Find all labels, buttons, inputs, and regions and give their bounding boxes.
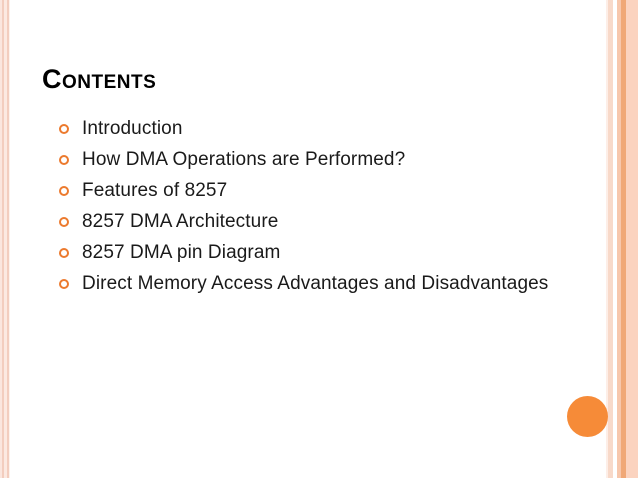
pinstripe-left-2: [2, 0, 4, 478]
orange-circle-accent: [567, 396, 608, 437]
pinstripe-right-4: [617, 0, 621, 478]
contents-list: Introduction How DMA Operations are Perf…: [58, 113, 618, 299]
list-item[interactable]: Features of 8257: [58, 175, 618, 206]
pinstripe-left-1: [0, 0, 2, 478]
bullet-ring-icon: [59, 124, 69, 134]
pinstripe-left-5: [9, 0, 10, 478]
list-item-label: 8257 DMA Architecture: [82, 211, 279, 232]
list-item-label: Introduction: [82, 118, 183, 139]
bullet-ring-icon: [59, 186, 69, 196]
pinstripe-right-2: [608, 0, 613, 478]
list-item[interactable]: Direct Memory Access Advantages and Disa…: [58, 268, 618, 299]
pinstripe-right-5: [621, 0, 626, 478]
pinstripe-right-1: [606, 0, 608, 478]
bullet-ring-icon: [59, 248, 69, 258]
bullet-ring-icon: [59, 279, 69, 289]
list-item[interactable]: Introduction: [58, 113, 618, 144]
bullet-ring-icon: [59, 155, 69, 165]
list-item-label: Features of 8257: [82, 180, 228, 201]
pinstripe-right-6: [626, 0, 638, 478]
list-item[interactable]: 8257 DMA Architecture: [58, 206, 618, 237]
pinstripe-right-3: [613, 0, 617, 478]
list-item[interactable]: 8257 DMA pin Diagram: [58, 237, 618, 268]
slide-title: Contents: [42, 64, 157, 94]
pinstripe-left-4: [7, 0, 9, 478]
list-item-label: How DMA Operations are Performed?: [82, 149, 406, 170]
list-item[interactable]: How DMA Operations are Performed?: [58, 144, 618, 175]
list-item-label: 8257 DMA pin Diagram: [82, 242, 281, 263]
list-item-label: Direct Memory Access Advantages and Disa…: [82, 273, 549, 294]
pinstripe-left-3: [4, 0, 7, 478]
bullet-ring-icon: [59, 217, 69, 227]
